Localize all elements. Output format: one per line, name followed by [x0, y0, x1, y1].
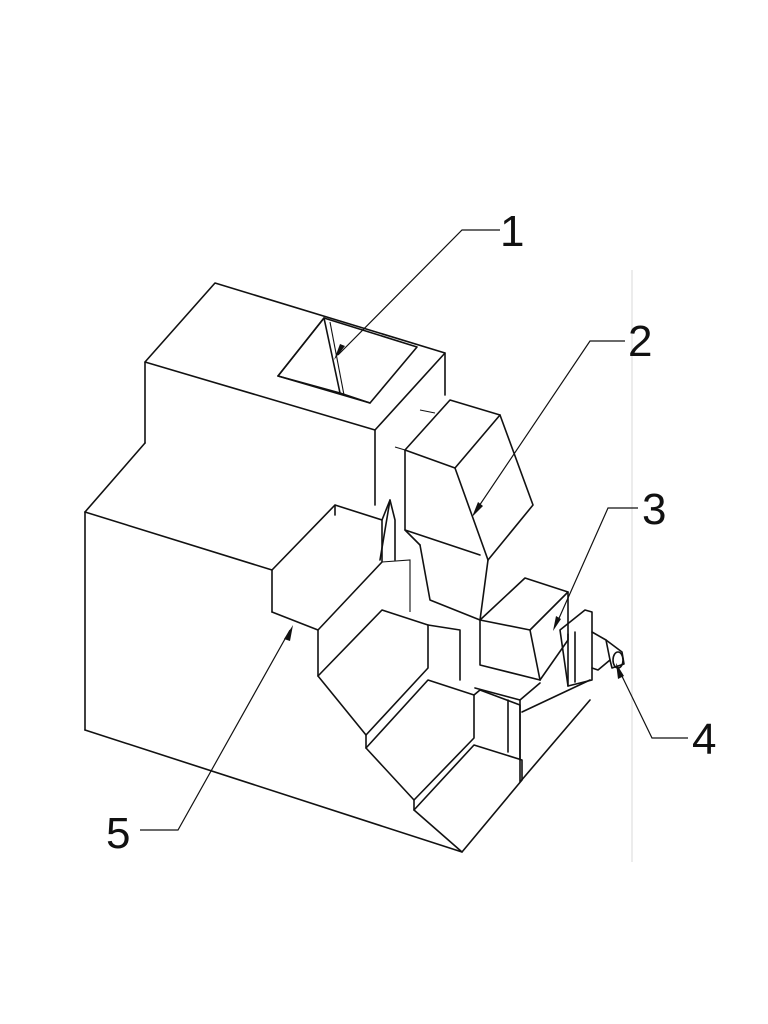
staircase — [271, 499, 523, 853]
callout-1: 1 — [500, 207, 524, 256]
hopper — [277, 317, 418, 404]
nozzle-assembly — [559, 609, 625, 687]
main-housing — [84, 282, 463, 853]
chute-block — [394, 399, 534, 621]
callout-4: 4 — [692, 715, 716, 764]
callout-2: 2 — [628, 317, 652, 366]
callout-labels: 1 2 3 4 5 — [106, 207, 716, 858]
mixing-box — [474, 577, 591, 783]
callout-5: 5 — [106, 809, 130, 858]
callout-3: 3 — [642, 485, 666, 534]
callout-leaders — [140, 229, 688, 831]
